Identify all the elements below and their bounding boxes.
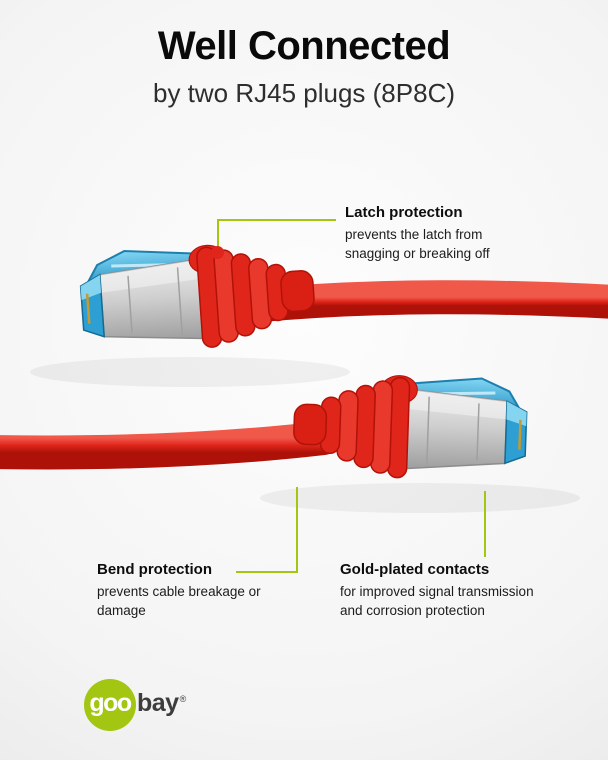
callout-gold-heading: Gold-plated contacts	[340, 561, 490, 578]
callout-bend-heading: Bend protection	[97, 561, 212, 578]
callout-bend-protection: Bend protection prevents cable breakage …	[97, 561, 262, 620]
latch-callout-dot	[211, 246, 224, 259]
callout-gold-contacts: Gold-plated contacts for improved signal…	[340, 561, 555, 620]
logo-text-bay-word: bay	[137, 689, 179, 717]
header: Well Connected by two RJ45 plugs (8P8C)	[0, 24, 608, 109]
callout-latch-heading: Latch protection	[345, 204, 463, 221]
gold-callout-line-vertical	[484, 491, 486, 557]
latch-callout-line-horizontal	[218, 219, 336, 221]
callout-gold-description: for improved signal transmission and cor…	[340, 584, 534, 619]
goobay-logo: goo bay®	[84, 679, 186, 731]
shadow-lower-plug	[260, 483, 580, 513]
rj45-plug-upper-left	[76, 236, 319, 358]
page-title: Well Connected	[157, 24, 451, 68]
goobay-logo-circle: goo	[84, 679, 136, 731]
logo-text-goo: goo	[89, 689, 132, 717]
callout-latch-protection: Latch protection prevents the latch from…	[345, 204, 520, 263]
callout-bend-description: prevents cable breakage or damage	[97, 584, 261, 619]
registered-mark: ®	[179, 693, 187, 704]
logo-text-bay: bay®	[137, 689, 186, 721]
page-subtitle: by two RJ45 plugs (8P8C)	[152, 78, 456, 108]
callout-latch-description: prevents the latch from snagging or brea…	[345, 227, 490, 262]
shadow-upper-plug	[30, 357, 350, 387]
bend-callout-line-vertical	[296, 487, 298, 573]
cable-lower	[0, 421, 341, 470]
bend-callout-line-horizontal	[236, 571, 297, 573]
rj45-plug-lower-right	[290, 370, 530, 484]
latch-callout-line-vertical	[217, 219, 219, 249]
